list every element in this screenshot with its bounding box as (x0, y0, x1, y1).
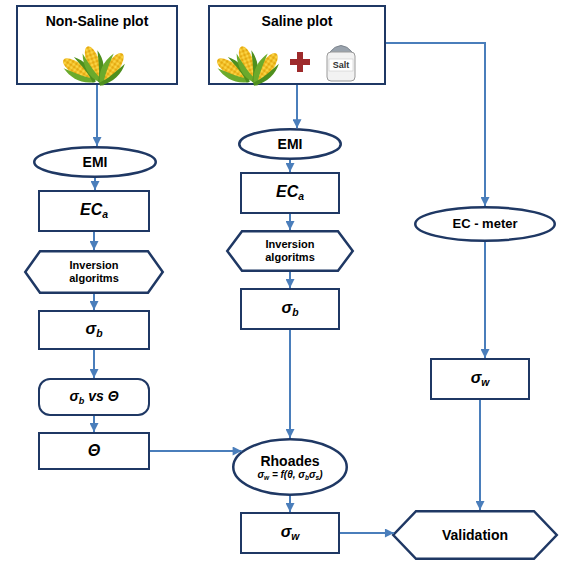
flow-arrow (289, 214, 291, 230)
algorithm-hexagon: Inversion algoritms (226, 230, 354, 272)
ellipse-outline (239, 129, 341, 159)
plot-box: Saline plot (208, 5, 386, 85)
ellipse-outline (233, 439, 347, 495)
flow-arrow (93, 294, 95, 310)
flow-arrow (386, 43, 485, 206)
node-text: σb (86, 320, 103, 340)
flow-arrow (479, 400, 481, 510)
emi-ellipse: EMI (238, 128, 342, 160)
node-text: Validation (442, 527, 508, 543)
flow-arrow (289, 272, 291, 288)
node-text: Rhoades (260, 453, 319, 469)
ellipse-outline (34, 147, 156, 177)
value-box: σw (430, 358, 530, 400)
node-text: σw (281, 523, 300, 543)
node-text: ECa (80, 201, 108, 221)
flow-arrow (96, 85, 98, 146)
flow-arrow (289, 160, 291, 172)
value-box: σb (38, 310, 150, 350)
node-text: EMI (83, 154, 108, 170)
flow-arrow (93, 350, 95, 378)
node-text: σw (471, 369, 490, 389)
relation-box: σb vs Θ (38, 378, 150, 416)
flow-arrow (150, 450, 242, 452)
node-text: EMI (278, 136, 303, 152)
node-text: σw = f(θ, σbσs) (257, 469, 322, 481)
node-text: σb vs Θ (69, 388, 118, 406)
node-text: Θ (88, 442, 100, 460)
meter-ellipse: EC - meter (414, 206, 556, 242)
node-text: Saline plot (262, 13, 333, 29)
salt-shaker (327, 46, 355, 82)
node-text: Inversion algoritms (58, 259, 130, 284)
value-box: Θ (38, 432, 150, 470)
plus-symbol (290, 52, 310, 72)
flow-arrow (93, 232, 95, 250)
hexagon-outline (25, 251, 163, 293)
value-box: σw (240, 512, 340, 554)
plot-box: Non-Saline plot (16, 5, 178, 85)
flow-arrow (289, 330, 291, 438)
node-text: Inversion algoritms (254, 238, 326, 263)
value-box: ECa (38, 190, 150, 232)
node-text: σb (282, 299, 299, 319)
flow-arrow (289, 496, 291, 512)
model-ellipse: Rhoadesσw = f(θ, σbσs) (232, 438, 348, 496)
flow-arrow (296, 85, 298, 128)
value-box: σb (240, 288, 340, 330)
ellipse-outline (415, 207, 555, 241)
node-text: ECa (276, 183, 304, 203)
corn-illustration (212, 43, 284, 91)
flow-arrow (484, 242, 486, 358)
value-box: ECa (240, 172, 340, 214)
algorithm-hexagon: Inversion algoritms (24, 250, 164, 294)
flow-arrow (93, 416, 95, 432)
emi-ellipse: EMI (33, 146, 157, 178)
node-text: Non-Saline plot (46, 13, 149, 29)
flow-arrow (94, 178, 96, 190)
corn-illustration (58, 43, 130, 91)
node-text: EC - meter (452, 217, 517, 232)
validation-hexagon: Validation (392, 510, 558, 560)
shaker-label: Salt (327, 60, 355, 70)
flow-arrow (340, 532, 394, 534)
hexagon-outline (393, 511, 557, 559)
hexagon-outline (227, 231, 353, 271)
